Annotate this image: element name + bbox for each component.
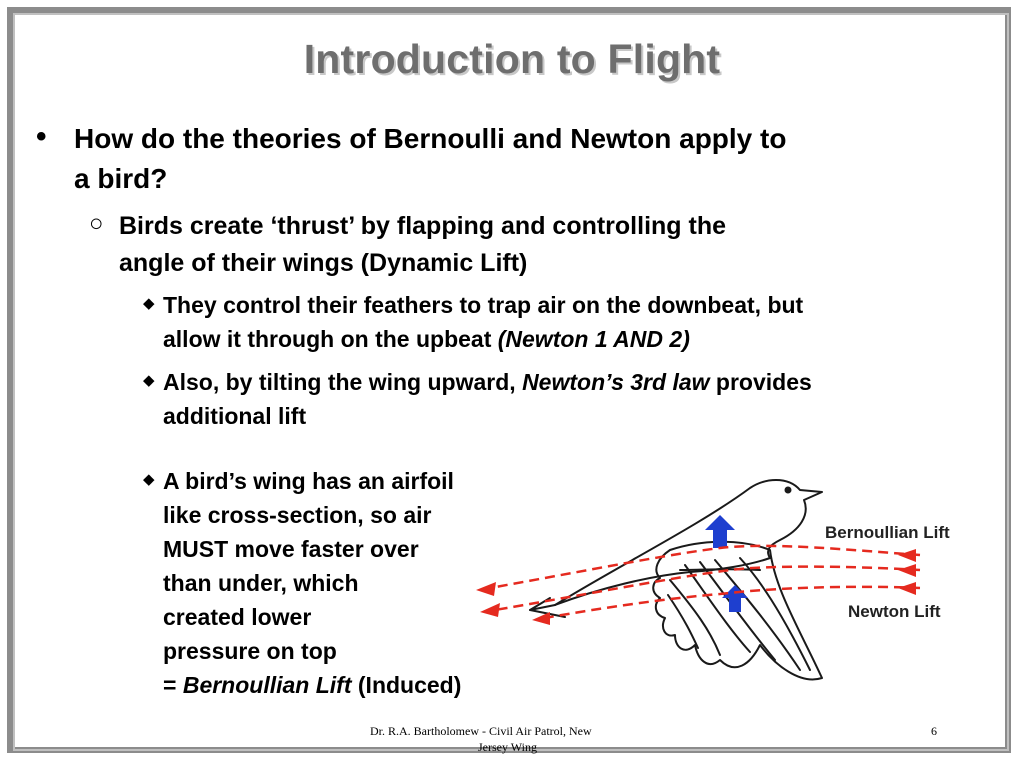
footer-author-line2: Jersey Wing [478,740,537,754]
bird-icon [529,479,823,681]
slide-title: Introduction to Flight [303,36,721,82]
newton-lift-label: Newton Lift [848,602,941,621]
bullet-l3b-line2: additional lift [163,403,307,429]
arrowhead-icon [476,549,916,625]
airflow-arrows [489,544,921,620]
slide-frame [7,7,1011,753]
bullet-ring-icon: ○ [89,210,104,237]
bullet-dot-icon: • [36,120,47,153]
bullet-l3c-line6: pressure on top [163,638,337,664]
page-number: 6 [931,724,937,738]
bullet-l2-line2: angle of their wings (Dynamic Lift) [119,249,528,277]
bullet-l3c-line1: A bird’s wing has an airfoil [163,468,454,494]
bullet-l1-line2: a bird? [74,163,168,194]
bird-lift-diagram: Bernoullian Lift Newton Lift [476,479,950,681]
bullet-l3c-line7: = Bernoullian Lift (Induced) [163,672,462,698]
bullet-diamond-icon: ◆ [143,372,155,389]
bullet-diamond-icon: ◆ [143,471,155,488]
bullet-l3a-line1: They control their feathers to trap air … [163,292,804,318]
bullet-l1-line1: How do the theories of Bernoulli and New… [74,123,787,154]
lift-arrow-icon [705,515,748,612]
slide-inner-border [13,13,1009,751]
bernoullian-lift-label: Bernoullian Lift [825,523,950,542]
bullet-diamond-icon: ◆ [143,295,155,312]
footer-author-line1: Dr. R.A. Bartholomew - Civil Air Patrol,… [370,724,592,738]
bullet-l3c-line4: than under, which [163,570,359,596]
bullet-l3c-line3: MUST move faster over [163,536,419,562]
bullet-l2-line1: Birds create ‘thrust’ by flapping and co… [119,212,727,240]
bullet-l3c-line2: like cross-section, so air [163,502,432,528]
bullet-l3a-line2: allow it through on the upbeat (Newton 1… [163,326,690,352]
bullet-l3c-line5: created lower [163,604,312,630]
bullet-l3b-line1: Also, by tilting the wing upward, Newton… [163,369,812,395]
